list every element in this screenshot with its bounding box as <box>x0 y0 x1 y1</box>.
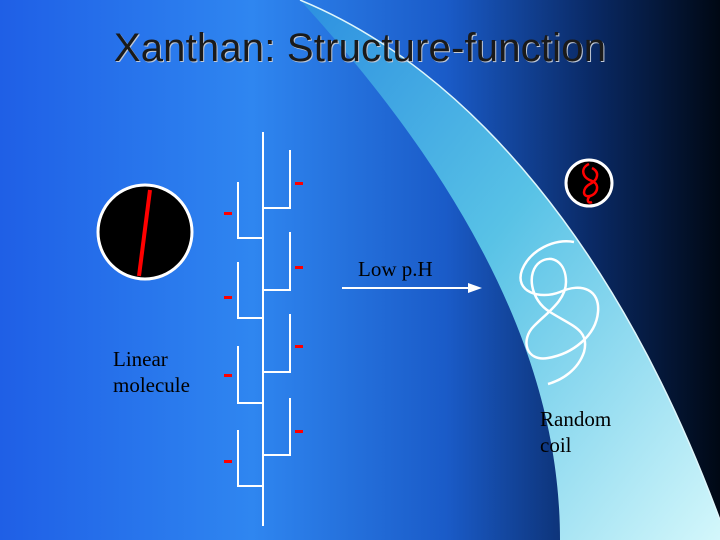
charge-symbol <box>295 345 303 348</box>
linear-molecule-diagram <box>237 132 291 526</box>
branch-left <box>237 262 263 319</box>
linear-label-line2: molecule <box>113 373 190 397</box>
branch-right <box>263 150 291 209</box>
arrow-label: Low p.H <box>358 257 433 281</box>
branch-right <box>263 314 291 373</box>
random-coil-icon <box>519 240 600 386</box>
background-wedge <box>300 0 720 540</box>
charge-symbol <box>295 430 303 433</box>
branch-right <box>263 232 291 291</box>
charge-symbol <box>224 374 232 377</box>
right-arrow-icon <box>342 283 482 293</box>
charge-symbol <box>224 460 232 463</box>
charge-symbol <box>224 296 232 299</box>
coil-label-line2: coil <box>540 433 572 457</box>
branch-left <box>237 430 263 487</box>
negative-charges <box>224 182 303 463</box>
linear-molecule-label: Linear molecule <box>113 346 190 398</box>
circle-with-red-rod-icon <box>96 183 194 281</box>
circle-with-red-coil-icon <box>564 158 614 208</box>
random-coil-label: Random coil <box>540 406 611 458</box>
charge-symbol <box>224 212 232 215</box>
linear-label-line1: Linear <box>113 347 168 371</box>
coil-label-line1: Random <box>540 407 612 431</box>
branch-right <box>263 398 291 456</box>
branch-left <box>237 182 263 239</box>
branch-left <box>237 346 263 404</box>
wedge-edge-line <box>299 0 720 521</box>
charge-symbol <box>295 266 303 269</box>
charge-symbol <box>295 182 303 185</box>
slide-title: Xanthan: Structure-function <box>113 26 607 70</box>
